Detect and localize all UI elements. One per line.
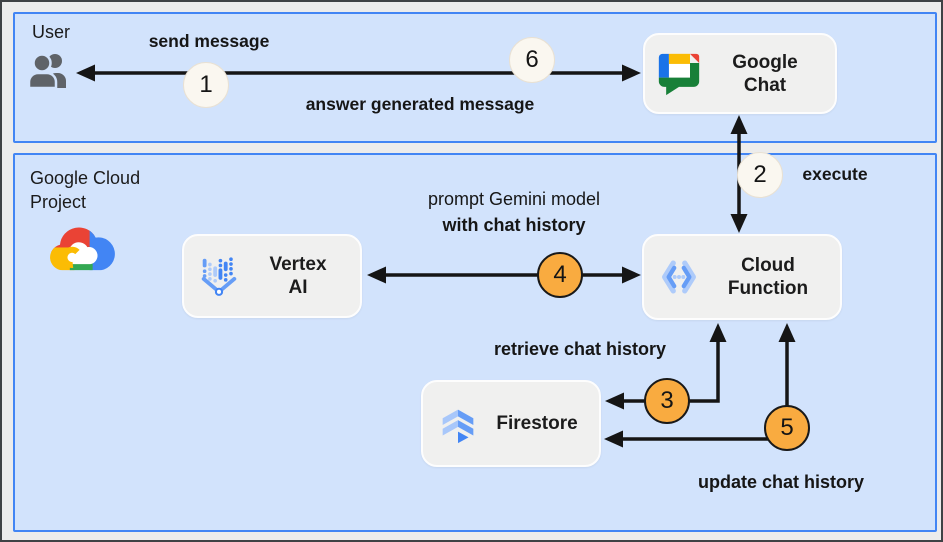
label-execute: execute [802, 164, 868, 184]
step-number: 4 [553, 261, 567, 288]
step-badge-2: 2 [737, 152, 783, 198]
step-number: 2 [753, 161, 767, 188]
node-label-line2: AI [288, 277, 308, 298]
node-label: Cloud Function [708, 254, 828, 300]
google-chat-icon [658, 53, 700, 95]
label-prompt-gemini: prompt Gemini model with chat history [428, 186, 600, 238]
firestore-node: Firestore [421, 380, 601, 467]
vertex-ai-node: Vertex AI [182, 234, 362, 318]
label-send-message: send message [148, 31, 270, 51]
step-number: 6 [525, 46, 539, 73]
node-label-line1: Vertex [269, 254, 327, 275]
step-badge-6: 6 [509, 37, 555, 83]
node-label: Firestore [496, 413, 578, 434]
firestore-icon [442, 409, 474, 443]
user-icon [28, 53, 66, 90]
google-chat-node: Google Chat [643, 33, 837, 114]
label-prompt-line1: prompt Gemini model [427, 189, 601, 209]
step-badge-1: 1 [183, 62, 229, 108]
vertex-ai-icon [201, 257, 237, 296]
zone-label-line2: Project [30, 192, 87, 212]
cloud-function-icon [661, 260, 697, 294]
cloud-function-node: Cloud Function [642, 234, 842, 320]
node-label-line1: Google [732, 51, 798, 73]
label-update-history: update chat history [697, 472, 865, 492]
node-label: Google Chat [707, 51, 823, 97]
node-label-line1: Cloud [741, 255, 795, 276]
step-badge-3: 3 [644, 378, 690, 424]
google-cloud-zone-label: Google Cloud Project [30, 166, 140, 214]
step-number: 3 [660, 387, 674, 414]
label-answer-message: answer generated message [305, 94, 535, 114]
step-number: 1 [199, 71, 213, 98]
label-retrieve-history: retrieve chat history [493, 339, 667, 359]
label-prompt-line2: with chat history [442, 215, 586, 235]
zone-label-line1: Google Cloud [30, 168, 141, 188]
node-label-line2: Chat [743, 74, 787, 96]
google-cloud-logo [50, 227, 115, 271]
step-number: 5 [780, 414, 794, 441]
step-badge-5: 5 [764, 405, 810, 451]
node-label: Vertex AI [248, 253, 348, 299]
node-label-line2: Function [727, 278, 809, 299]
user-zone-label: User [32, 22, 71, 42]
step-badge-4: 4 [537, 252, 583, 298]
